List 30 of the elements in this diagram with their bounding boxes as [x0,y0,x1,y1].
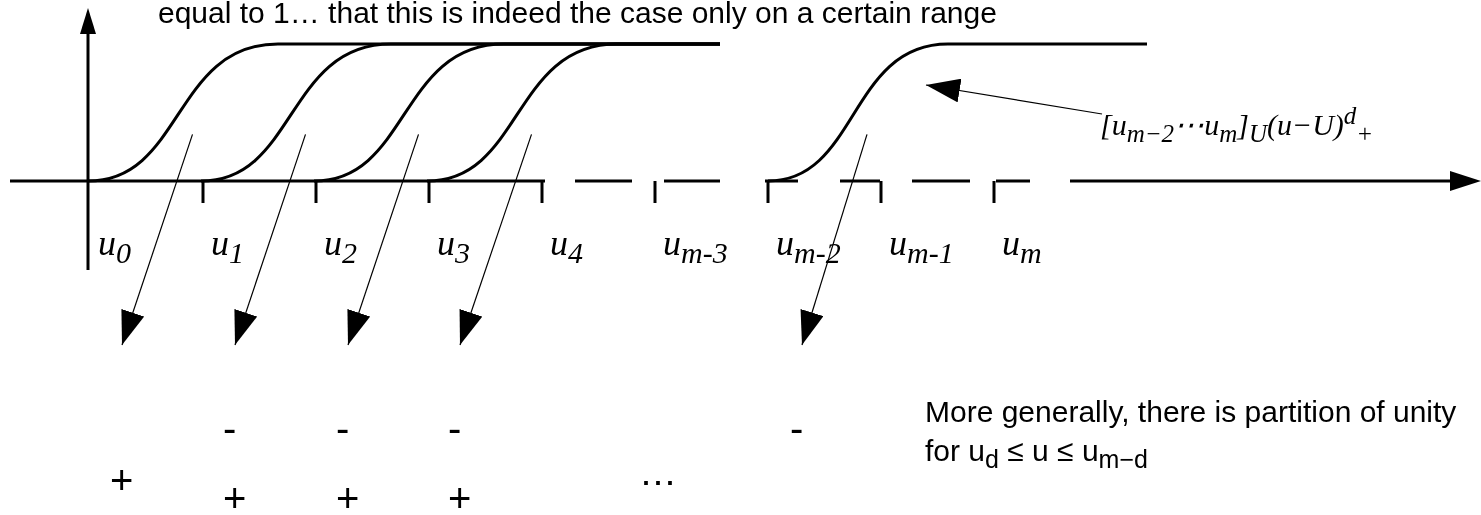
sigmoid-curve [88,44,278,183]
sigmoid-curve [201,44,391,183]
heading-text: equal to 1… that this is indeed the case only on a certain range [158,0,997,30]
arrow [347,133,420,346]
knot-label: u$_{m-1}$ [889,222,954,271]
knot-label: u$_{m}$ [1002,222,1042,271]
sign-label: + [336,478,360,515]
sigmoid-curve [768,44,948,183]
knot-label: u$_{m-3}$ [663,222,728,271]
sign-label: + [223,478,247,515]
knot-label: u$_{3}$ [437,222,470,271]
body-text: More generally, there is partition of unity for u$_{d}$ ≤ u ≤ u$_{m−d}$ [925,394,1458,475]
sign-label: - [790,408,804,448]
knot-label: u$_{1}$ [211,222,244,271]
arrow [121,133,194,346]
sign-label: + [110,458,134,503]
sign-label: - [336,408,350,448]
arrow [459,133,533,346]
arrow [925,78,1103,115]
sign-label: - [223,408,237,448]
ellipsis: ⋯ [640,462,676,504]
sigmoid-curve [314,44,504,183]
knot-label: u$_{2}$ [324,222,357,271]
knot-label: u$_{4}$ [550,222,583,271]
sign-label: - [448,408,462,448]
arrow [800,133,868,346]
sign-label: + [448,478,472,515]
sigmoid-curve [427,44,617,183]
arrow [234,133,307,346]
knot-label: u$_{0}$ [98,222,131,271]
